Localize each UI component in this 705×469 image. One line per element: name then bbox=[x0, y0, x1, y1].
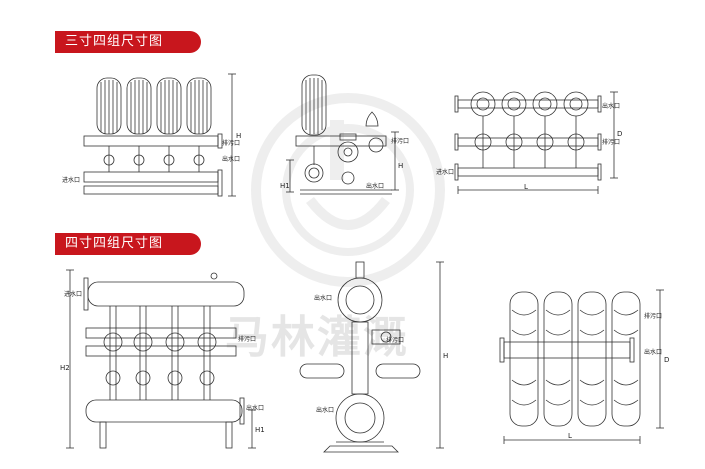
dim-D: D bbox=[617, 130, 622, 138]
label-drain: 排污口 bbox=[222, 139, 240, 147]
dim-H1: H1 bbox=[255, 426, 265, 434]
section-title-four-inch: 四寸四组尺寸图 bbox=[55, 233, 201, 255]
watermark-text: 马林灌溉 bbox=[225, 312, 409, 363]
four-inch-side-view bbox=[299, 261, 444, 453]
label-drain: 排污口 bbox=[238, 335, 256, 343]
dim-H2: H2 bbox=[60, 364, 70, 372]
four-inch-front-view bbox=[66, 269, 256, 449]
dim-H: H bbox=[398, 162, 403, 170]
label-inlet: 进水口 bbox=[62, 176, 80, 184]
four-inch-top-view bbox=[499, 289, 664, 444]
label-outlet: 出水口 bbox=[314, 294, 332, 302]
label-inlet: 进水口 bbox=[64, 290, 82, 298]
label-drain: 排污口 bbox=[602, 138, 620, 146]
label-drain: 排污口 bbox=[386, 336, 404, 344]
dim-H: H bbox=[236, 132, 241, 140]
label-outlet: 出水口 bbox=[246, 404, 264, 412]
label-outlet: 出水口 bbox=[644, 348, 662, 356]
label-inlet: 进水口 bbox=[436, 168, 454, 176]
dim-H1: H1 bbox=[280, 182, 290, 190]
label-drain: 排污口 bbox=[644, 312, 662, 320]
three-inch-front-view bbox=[83, 73, 236, 197]
dim-L: L bbox=[568, 432, 572, 440]
section-title-three-inch: 三寸四组尺寸图 bbox=[55, 31, 201, 53]
label-outlet: 出水口 bbox=[366, 182, 384, 190]
dim-L: L bbox=[524, 183, 528, 191]
three-inch-side-view bbox=[286, 74, 399, 195]
dim-H: H bbox=[443, 352, 448, 360]
filter-units-top bbox=[509, 291, 641, 427]
label-outlet: 出水口 bbox=[222, 155, 240, 163]
dim-D: D bbox=[664, 356, 669, 364]
watermark-logo bbox=[251, 93, 445, 287]
label-drain: 排污口 bbox=[391, 137, 409, 145]
three-inch-top-view bbox=[454, 91, 618, 194]
filter-units bbox=[96, 77, 212, 135]
label-outlet: 出水口 bbox=[316, 406, 334, 414]
label-outlet: 出水口 bbox=[602, 102, 620, 110]
